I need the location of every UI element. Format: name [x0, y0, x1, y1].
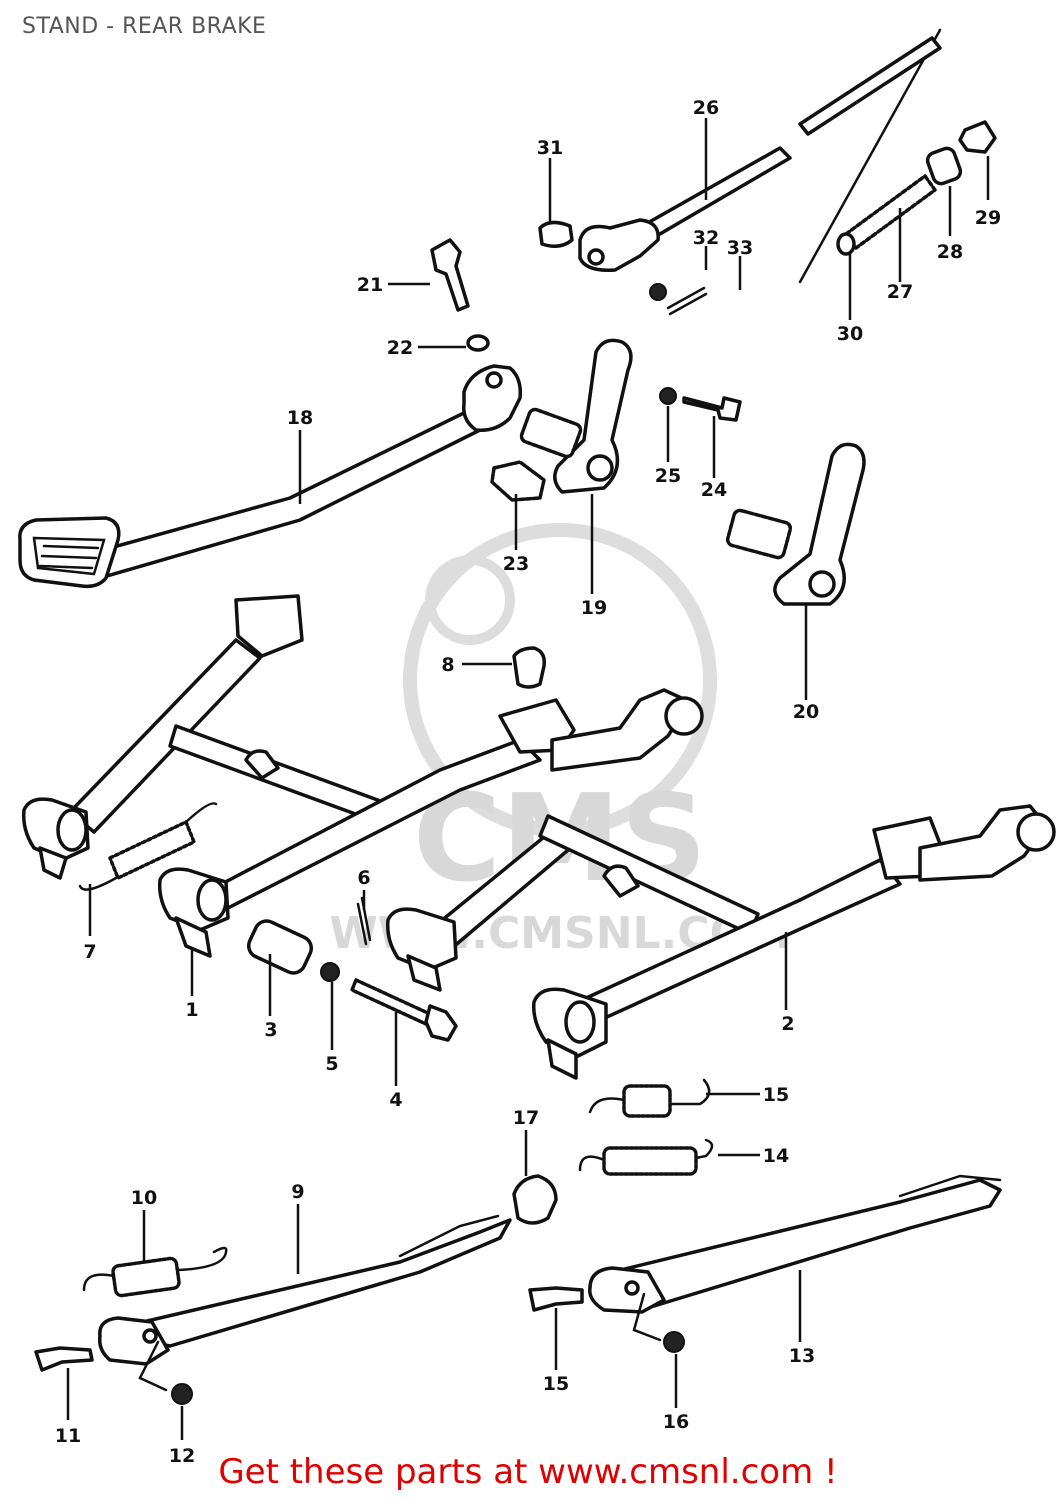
center-stand-1	[21, 594, 704, 958]
side-stand-9	[34, 1214, 512, 1405]
callout-27: 27	[887, 281, 913, 303]
center-stand-2	[385, 804, 1056, 1080]
callout-10: 10	[131, 1187, 157, 1209]
callout-6: 6	[357, 867, 370, 889]
callout-1: 1	[185, 999, 198, 1021]
callout-15-bolt: 15	[543, 1373, 569, 1395]
brake-arm-20	[725, 442, 866, 606]
callout-16: 16	[663, 1411, 689, 1433]
callout-3: 3	[264, 1019, 277, 1041]
spring-15	[588, 1078, 711, 1118]
callout-32: 32	[693, 227, 719, 249]
callout-5: 5	[325, 1053, 338, 1075]
stopper-8	[512, 646, 547, 689]
callout-4: 4	[389, 1089, 402, 1111]
callout-33: 33	[727, 237, 753, 259]
callout-21: 21	[357, 274, 383, 296]
callout-14: 14	[763, 1145, 789, 1167]
callout-2: 2	[781, 1013, 794, 1035]
callout-28: 28	[937, 241, 963, 263]
callout-11: 11	[55, 1425, 81, 1447]
callout-23: 23	[503, 553, 529, 575]
bolt-4	[350, 978, 458, 1042]
callout-19: 19	[581, 597, 607, 619]
callout-26: 26	[693, 97, 719, 119]
brake-arm-19	[490, 338, 742, 502]
footer-link-text[interactable]: Get these parts at www.cmsnl.com !	[218, 1452, 838, 1492]
callout-labels: 1 2 3 4 5 6 7 8 9 10 11 12 13 14 15 15 1…	[55, 97, 1001, 1467]
callout-29: 29	[975, 207, 1001, 229]
collar-3	[246, 919, 314, 975]
callout-24: 24	[701, 479, 727, 501]
callout-13: 13	[789, 1345, 815, 1367]
callout-25: 25	[655, 465, 681, 487]
spring-14	[578, 1138, 714, 1176]
callout-9: 9	[291, 1181, 304, 1203]
callout-31: 31	[537, 137, 563, 159]
callout-20: 20	[793, 701, 819, 723]
callout-18: 18	[287, 407, 313, 429]
leader-lines	[66, 118, 990, 1440]
nut-5	[320, 962, 340, 982]
callout-15-spring: 15	[763, 1084, 789, 1106]
callout-7: 7	[83, 941, 96, 963]
callout-17: 17	[513, 1107, 539, 1129]
brake-pedal	[18, 238, 523, 589]
stopper-17	[512, 1174, 558, 1225]
side-stand-13	[528, 1174, 1002, 1353]
callout-30: 30	[837, 323, 863, 345]
callout-12: 12	[169, 1445, 195, 1467]
callout-22: 22	[387, 337, 413, 359]
diagram-title: STAND - REAR BRAKE	[22, 14, 267, 39]
brake-rod-assembly	[538, 28, 997, 316]
callout-8: 8	[441, 654, 454, 676]
